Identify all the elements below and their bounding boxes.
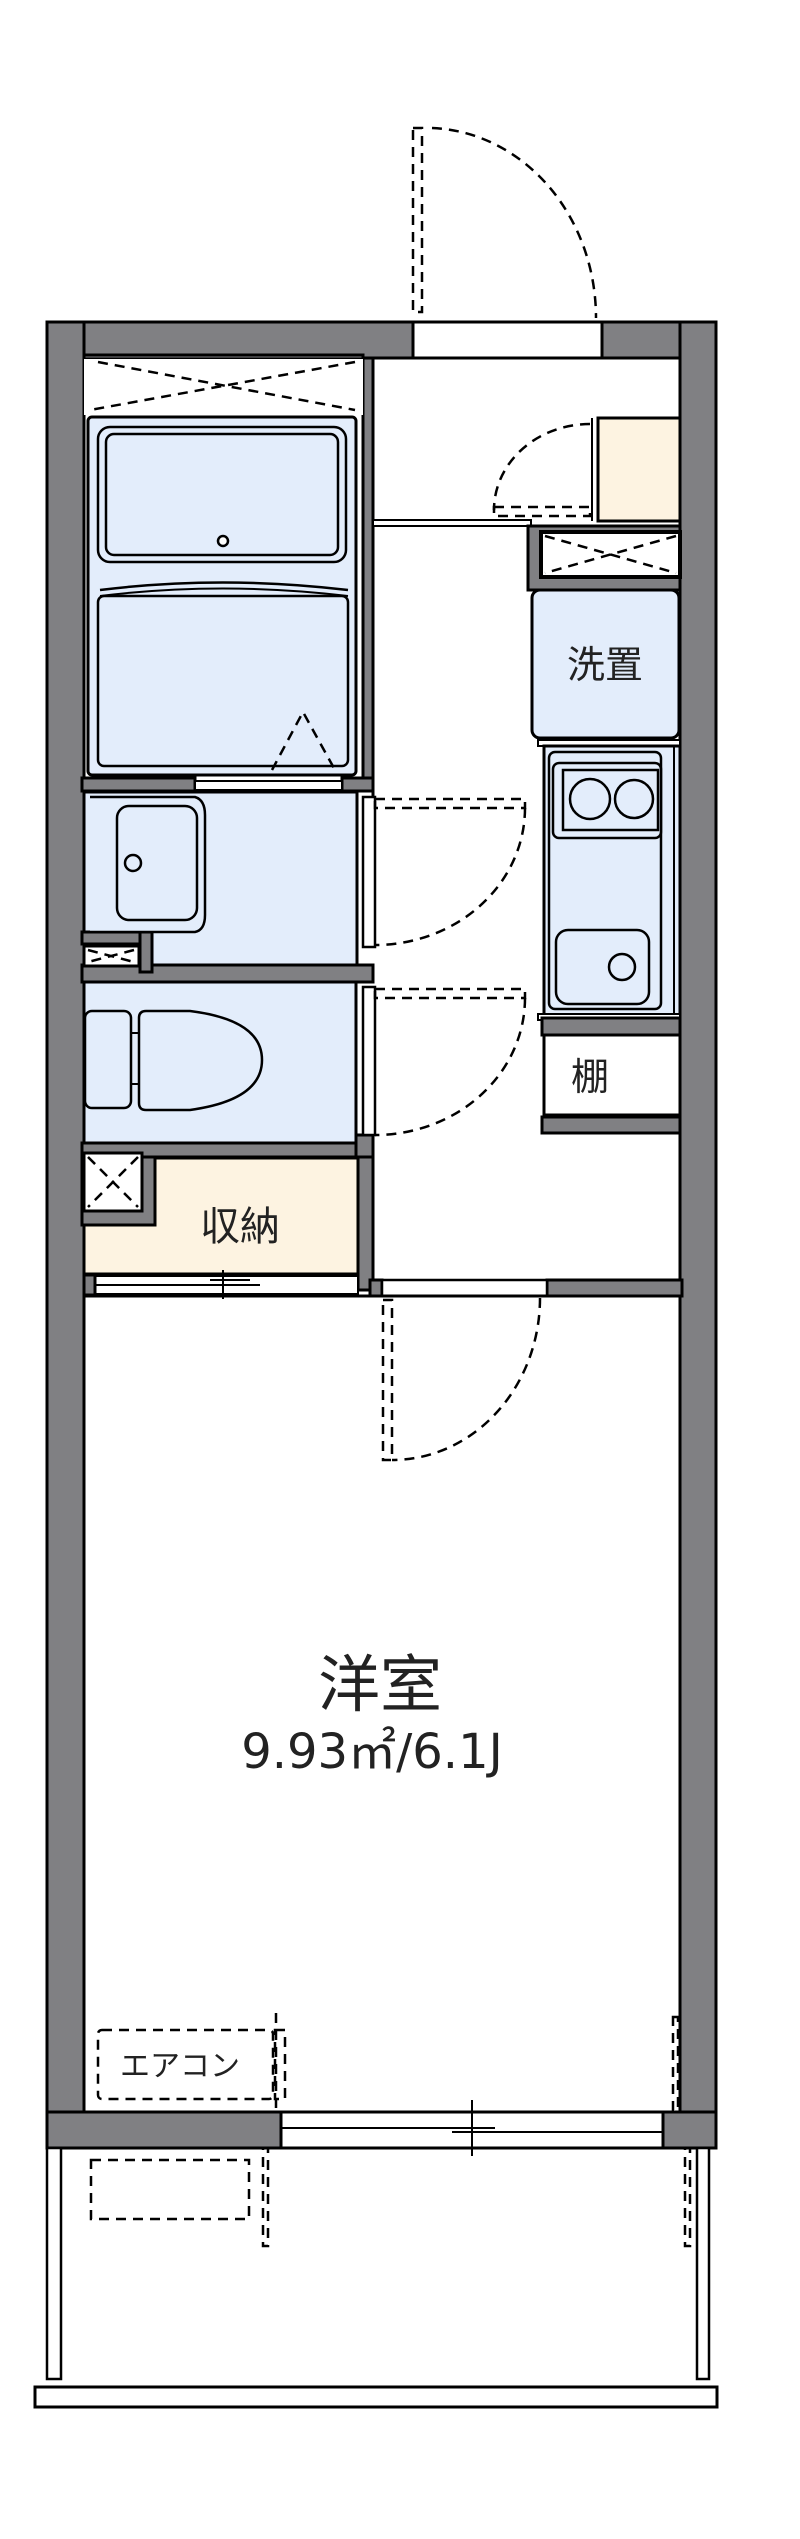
- washbasin: [90, 795, 207, 934]
- main-room-area: 9.93㎡/6.1J: [241, 1724, 503, 1780]
- washroom-shaft: [82, 944, 141, 968]
- washing-machine-space: 洗置: [530, 588, 681, 740]
- air-conditioner: エアコン: [96, 2013, 287, 2112]
- toilet: [83, 1009, 264, 1112]
- washroom-door[interactable]: [361, 795, 527, 949]
- shoe-cabinet: [492, 416, 682, 523]
- balcony-window[interactable]: [279, 2100, 665, 2156]
- entrance-door-swing: [411, 126, 598, 319]
- room-door[interactable]: [380, 1278, 549, 1462]
- outer-walls: [45, 320, 718, 2150]
- kitchen-stove: [551, 761, 663, 840]
- ac-label: エアコン: [120, 2049, 240, 2084]
- toilet-door[interactable]: [361, 985, 527, 1137]
- outdoor-unit: [89, 2158, 251, 2221]
- washer-label: 洗置: [567, 643, 643, 687]
- kitchen-shaft: [539, 530, 682, 579]
- storage-shaft: [82, 1151, 144, 1213]
- entrance-door-opening[interactable]: [411, 320, 604, 360]
- main-room-label: 洋室: [318, 1648, 442, 1721]
- balcony: [33, 2146, 719, 2409]
- shelf-label: 棚: [571, 1055, 609, 1099]
- main-room: 洋室 9.93㎡/6.1J: [82, 1294, 682, 2114]
- shelf: 棚: [542, 1033, 682, 1117]
- storage-label: 収納: [200, 1204, 280, 1250]
- unit-bath: [86, 415, 358, 777]
- bath-ceiling-hatch: [84, 359, 363, 415]
- storage-sliding-door[interactable]: [82, 1270, 359, 1299]
- kitchen-sink: [554, 928, 651, 1006]
